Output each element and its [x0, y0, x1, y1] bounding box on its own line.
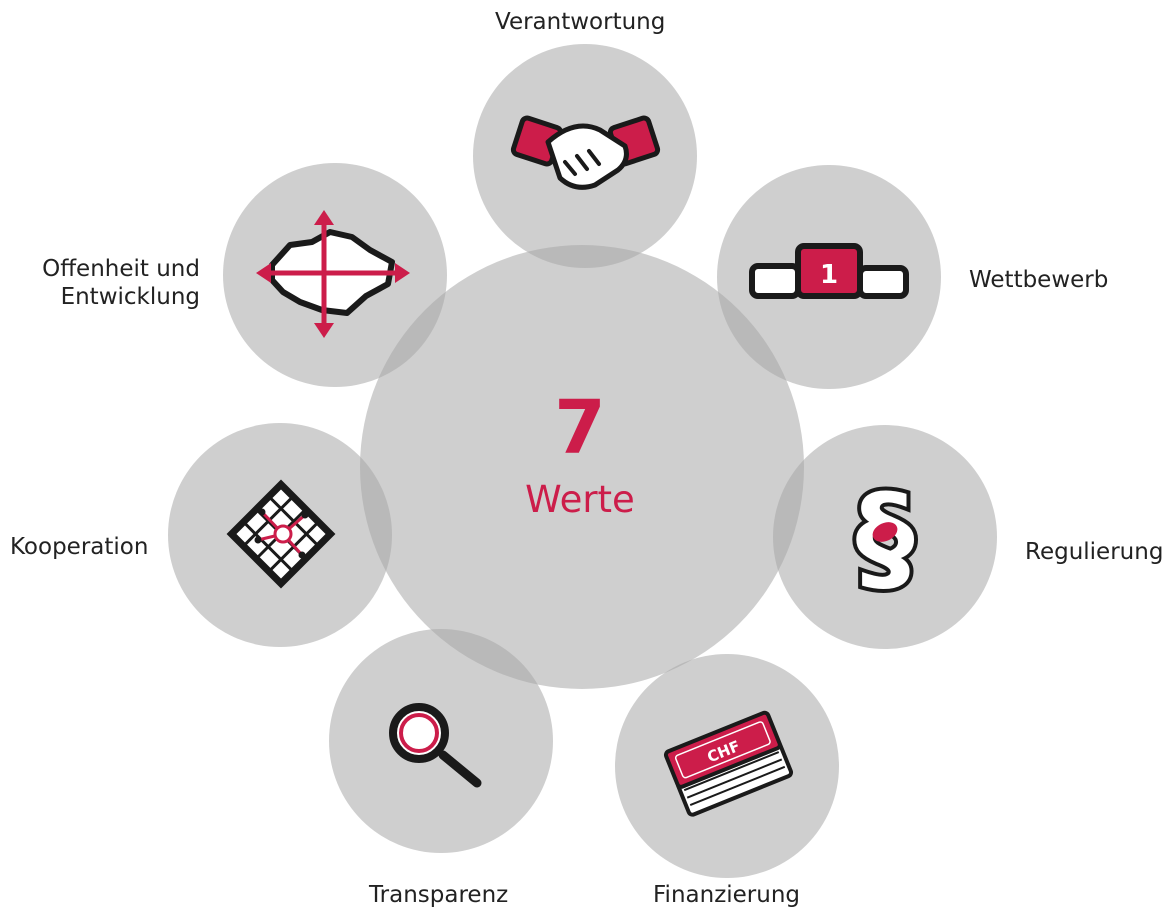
paragraph-icon: §: [852, 464, 919, 610]
center-word: Werte: [525, 478, 635, 521]
label-wettbewerb: Wettbewerb: [969, 267, 1109, 293]
svg-text:1: 1: [820, 260, 838, 290]
chf-banknotes-icon: CHF: [663, 710, 794, 817]
network-grid-icon: [226, 479, 336, 589]
label-kooperation: Kooperation: [10, 534, 149, 560]
label-regulierung: Regulierung: [1025, 539, 1164, 565]
handshake-icon: [510, 115, 661, 190]
label-transparenz: Transparenz: [369, 882, 509, 908]
label-finanzierung: Finanzierung: [653, 882, 801, 908]
label-verantwortung: Verantwortung: [495, 9, 666, 35]
center-number: 7: [554, 385, 606, 471]
switzerland-arrows-icon: [256, 210, 410, 338]
center-circle: [360, 245, 804, 689]
podium-icon: 1: [749, 243, 909, 299]
magnifier-icon: [389, 703, 482, 788]
